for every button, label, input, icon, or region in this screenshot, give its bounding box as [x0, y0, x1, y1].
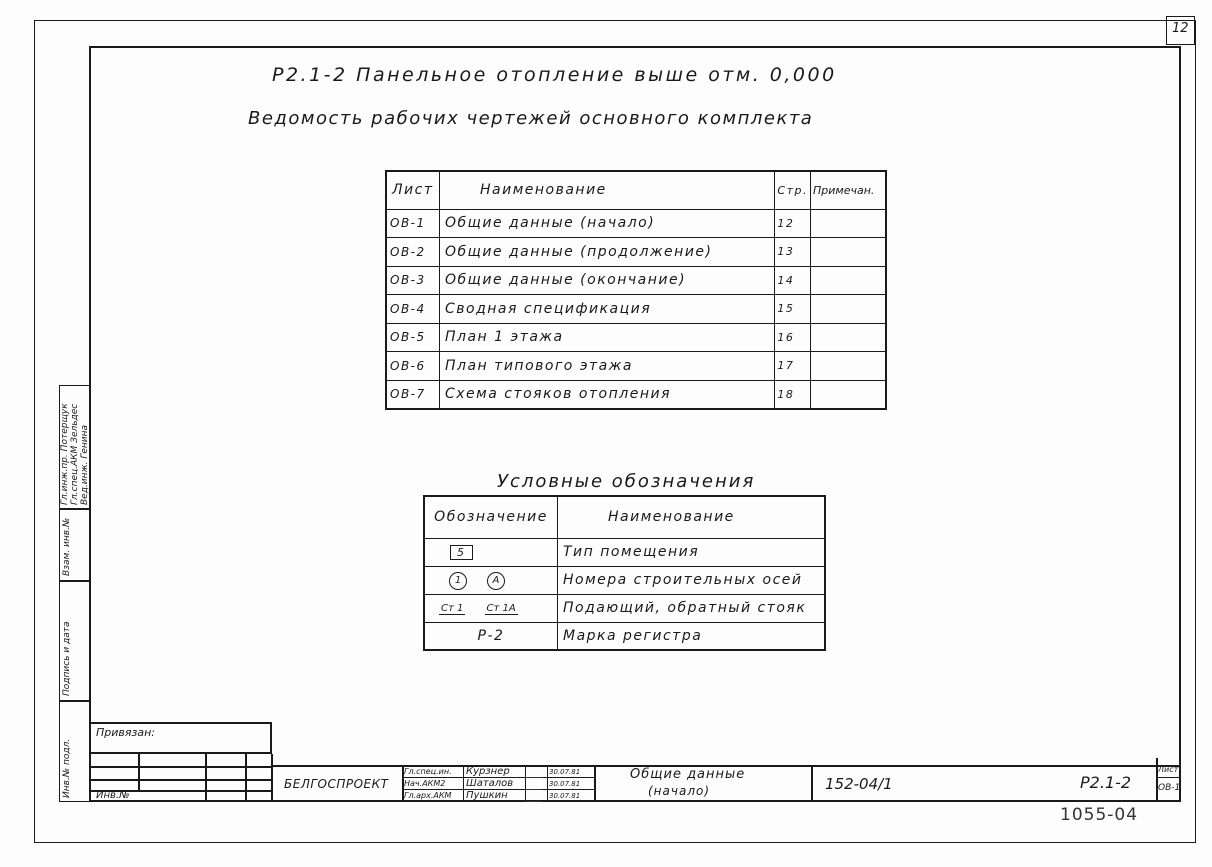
header-name: Наименование — [438, 170, 776, 210]
side-stamp-row-3: Вед.инж. Генина — [80, 424, 90, 505]
name-cell: Общие данные (начало) — [438, 208, 776, 238]
note-cell — [810, 237, 887, 267]
legend-row: 5 Тип помещения — [423, 537, 826, 567]
series-code: Р2.1-2 — [1080, 773, 1132, 792]
name-cell: Общие данные (окончание) — [438, 265, 776, 295]
axis-symbol-letter: А — [486, 571, 505, 590]
name-cell: План типового этажа — [438, 351, 776, 381]
note-cell — [810, 351, 887, 381]
signatory-name: Пушкин — [466, 790, 508, 801]
page-subtitle: Ведомость рабочих чертежей основного ком… — [248, 108, 814, 129]
legend-row: Р-2 Марка регистра — [423, 621, 826, 651]
axis-symbol-number: 1 — [449, 571, 467, 590]
signatory-date: 30.07.81 — [549, 780, 581, 788]
legend-header-symbol: Обозначение — [423, 495, 558, 539]
note-cell — [810, 208, 887, 238]
page-title: Р2.1-2 Панельное отопление выше отм. 0,0… — [272, 64, 837, 86]
side-label-replaces-inv: Взам. инв.№ — [62, 517, 72, 576]
sheet-number: 12 — [1172, 21, 1189, 36]
organization: БЕЛГОСПРОЕКТ — [284, 777, 389, 791]
page-cell: 17 — [774, 351, 811, 381]
project-code: 152-04/1 — [825, 775, 893, 793]
sheet-cell: ОВ-4 — [385, 294, 440, 324]
name-cell: Схема стояков отопления — [438, 379, 776, 409]
name-cell: Сводная спецификация — [438, 294, 776, 324]
side-label-signature-date: Подпись и дата — [62, 621, 72, 696]
page-cell: 13 — [774, 237, 811, 267]
sheet-cell: ОВ-3 — [385, 265, 440, 295]
side-label-inv-orig: Инв.№ подл. — [62, 738, 72, 798]
room-type-symbol: 5 — [450, 545, 473, 560]
sheet-label: Лист — [1158, 765, 1179, 774]
signatory-name: Курзнер — [466, 766, 510, 777]
sheet-value: ОВ-1 — [1158, 783, 1181, 793]
note-cell — [810, 322, 887, 352]
bound-box — [89, 722, 272, 754]
signatory-date: 30.07.81 — [549, 768, 581, 776]
sheet-cell: ОВ-1 — [385, 208, 440, 238]
side-stamp-row-1: Гл.инж.пр. Потерщук — [60, 403, 70, 505]
page-cell: 16 — [774, 322, 811, 352]
header-note: Примечан. — [810, 170, 887, 210]
signatory-role: Гл.арх.АКМ — [404, 791, 452, 800]
sheet-title-line-1: Общие данные — [630, 767, 746, 782]
sheet-cell: ОВ-7 — [385, 379, 440, 409]
legend-name: Марка регистра — [557, 621, 826, 651]
legend-name: Подающий, обратный стояк — [557, 593, 826, 623]
archive-number: 1055-04 — [1060, 805, 1139, 825]
bound-label: Привязан: — [96, 726, 155, 739]
legend-name: Тип помещения — [557, 537, 826, 567]
sheet-number-box — [1166, 16, 1195, 45]
sheet-title-line-2: (начало) — [648, 784, 711, 798]
side-stamp — [59, 385, 91, 802]
page-cell: 15 — [774, 294, 811, 324]
legend-name: Номера строительных осей — [557, 565, 826, 595]
legend-table: Обозначение Наименование 5 Тип помещения… — [423, 495, 826, 651]
legend-row: Ст 1 Ст 1А Подающий, обратный стояк — [423, 593, 826, 623]
return-riser-symbol: Ст 1А — [484, 602, 518, 615]
signatory-date: 30.07.81 — [549, 792, 581, 800]
legend-row: 1 А Номера строительных осей — [423, 565, 826, 595]
note-cell — [810, 265, 887, 295]
sheet-cell: ОВ-5 — [385, 322, 440, 352]
name-cell: План 1 этажа — [438, 322, 776, 352]
supply-riser-symbol: Ст 1 — [439, 602, 466, 615]
page-cell: 14 — [774, 265, 811, 295]
header-sheet: Лист — [385, 170, 440, 210]
outer-frame — [34, 20, 1196, 843]
legend-title: Условные обозначения — [497, 471, 756, 492]
sheet-cell: ОВ-2 — [385, 237, 440, 267]
signatory-name: Шаталов — [466, 778, 514, 789]
register-symbol: Р-2 — [423, 621, 558, 651]
sheet-cell: ОВ-6 — [385, 351, 440, 381]
note-cell — [810, 379, 887, 409]
note-cell — [810, 294, 887, 324]
page-cell: 18 — [774, 379, 811, 409]
header-page: Стр. — [774, 170, 811, 210]
name-cell: Общие данные (продолжение) — [438, 237, 776, 267]
inv-label: Инв.№ — [96, 790, 130, 801]
inner-frame — [89, 46, 1181, 802]
page-cell: 12 — [774, 208, 811, 238]
side-stamp-row-2: Гл.спец.АКМ Зельдес — [70, 403, 80, 505]
legend-header-name: Наименование — [557, 495, 826, 539]
signatory-role: Нач.АКМ2 — [404, 779, 446, 788]
signatory-role: Гл.спец.ин. — [404, 767, 452, 776]
